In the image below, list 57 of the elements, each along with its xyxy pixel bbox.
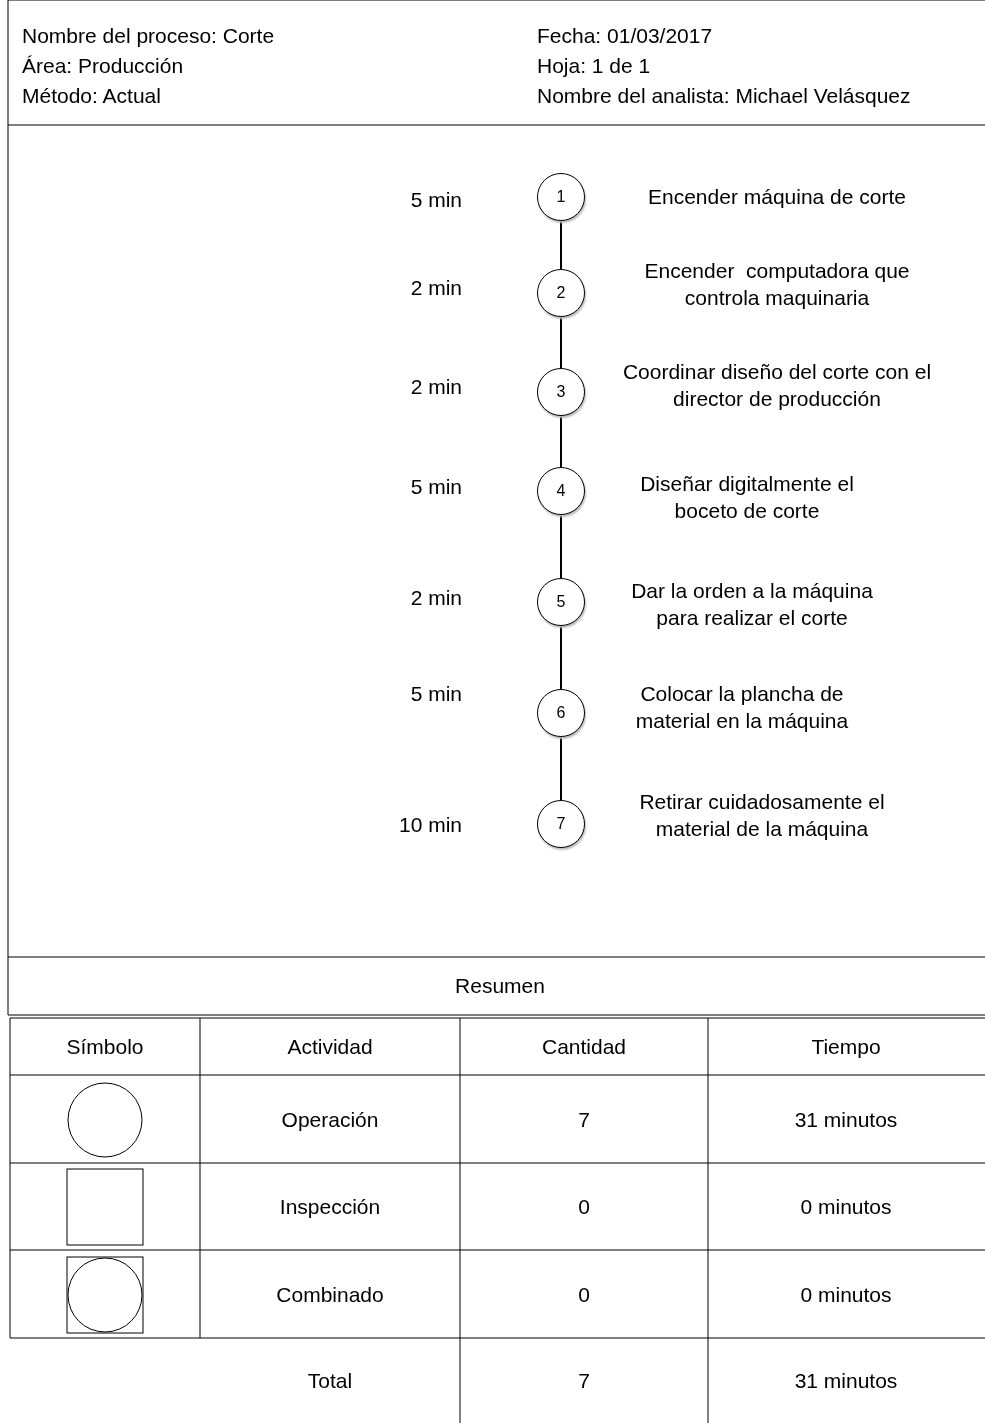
connector-line — [560, 736, 562, 801]
step-description: Coordinar diseño del corte con el director de producción — [621, 359, 933, 412]
quantity-value: 0 — [578, 1283, 590, 1307]
duration-label: 5 min — [410, 475, 462, 499]
time-value: 31 minutos — [794, 1108, 898, 1132]
date-label: Fecha: 01/03/2017 — [537, 24, 713, 48]
step-description: Retirar cuidadosamente el material de la máquina — [638, 789, 886, 842]
method-label: Método: Actual — [22, 84, 161, 108]
step-number: 3 — [556, 383, 566, 401]
total-label: Total — [307, 1369, 353, 1393]
activity-label: Operación — [281, 1108, 379, 1132]
time-value: 31 minutos — [794, 1369, 898, 1393]
duration-label: 5 min — [410, 682, 462, 706]
quantity-value: 7 — [578, 1108, 590, 1132]
connector-line — [560, 625, 562, 690]
connector-line — [560, 316, 562, 369]
step-number: 6 — [556, 704, 566, 722]
step-description: Diseñar digitalmente el boceto de corte — [639, 471, 855, 524]
operation-circle — [537, 800, 585, 848]
summary-title: Resumen — [455, 974, 545, 998]
duration-label: 2 min — [410, 276, 462, 300]
step-description: Dar la orden a la máquina para realizar el corte — [630, 578, 874, 631]
duration-label: 5 min — [410, 188, 462, 212]
duration-label: 10 min — [398, 813, 462, 837]
step-number: 1 — [556, 188, 566, 206]
step-number: 4 — [556, 482, 566, 500]
process-name-label: Nombre del proceso: Corte — [22, 24, 275, 48]
connector-line — [560, 220, 562, 270]
operation-circle — [537, 269, 585, 317]
column-header: Símbolo — [66, 1035, 144, 1059]
quantity-value: 0 — [578, 1195, 590, 1219]
connector-line — [560, 415, 562, 468]
operation-circle — [537, 173, 585, 221]
step-description: Colocar la plancha de material en la máquina — [634, 681, 850, 734]
activity-label: Inspección — [279, 1195, 381, 1219]
operation-circle — [537, 578, 585, 626]
time-value: 0 minutos — [800, 1283, 892, 1307]
operation-circle — [537, 467, 585, 515]
column-header: Cantidad — [541, 1035, 627, 1059]
column-header: Actividad — [287, 1035, 373, 1059]
sheet-label: Hoja: 1 de 1 — [537, 54, 651, 78]
step-description: Encender computadora que controla maquinaria — [643, 258, 911, 311]
duration-label: 2 min — [410, 586, 462, 610]
connector-line — [560, 514, 562, 579]
duration-label: 2 min — [410, 375, 462, 399]
step-number: 5 — [556, 593, 566, 611]
area-label: Área: Producción — [22, 54, 184, 78]
step-number: 2 — [556, 284, 566, 302]
analyst-label: Nombre del analista: Michael Velásquez — [537, 84, 911, 108]
time-value: 0 minutos — [800, 1195, 892, 1219]
operation-circle — [537, 689, 585, 737]
column-header: Tiempo — [811, 1035, 881, 1059]
quantity-value: 7 — [578, 1369, 590, 1393]
step-number: 7 — [556, 815, 566, 833]
step-description: Encender máquina de corte — [647, 183, 907, 210]
activity-label: Combinado — [276, 1283, 384, 1307]
operation-circle — [537, 368, 585, 416]
